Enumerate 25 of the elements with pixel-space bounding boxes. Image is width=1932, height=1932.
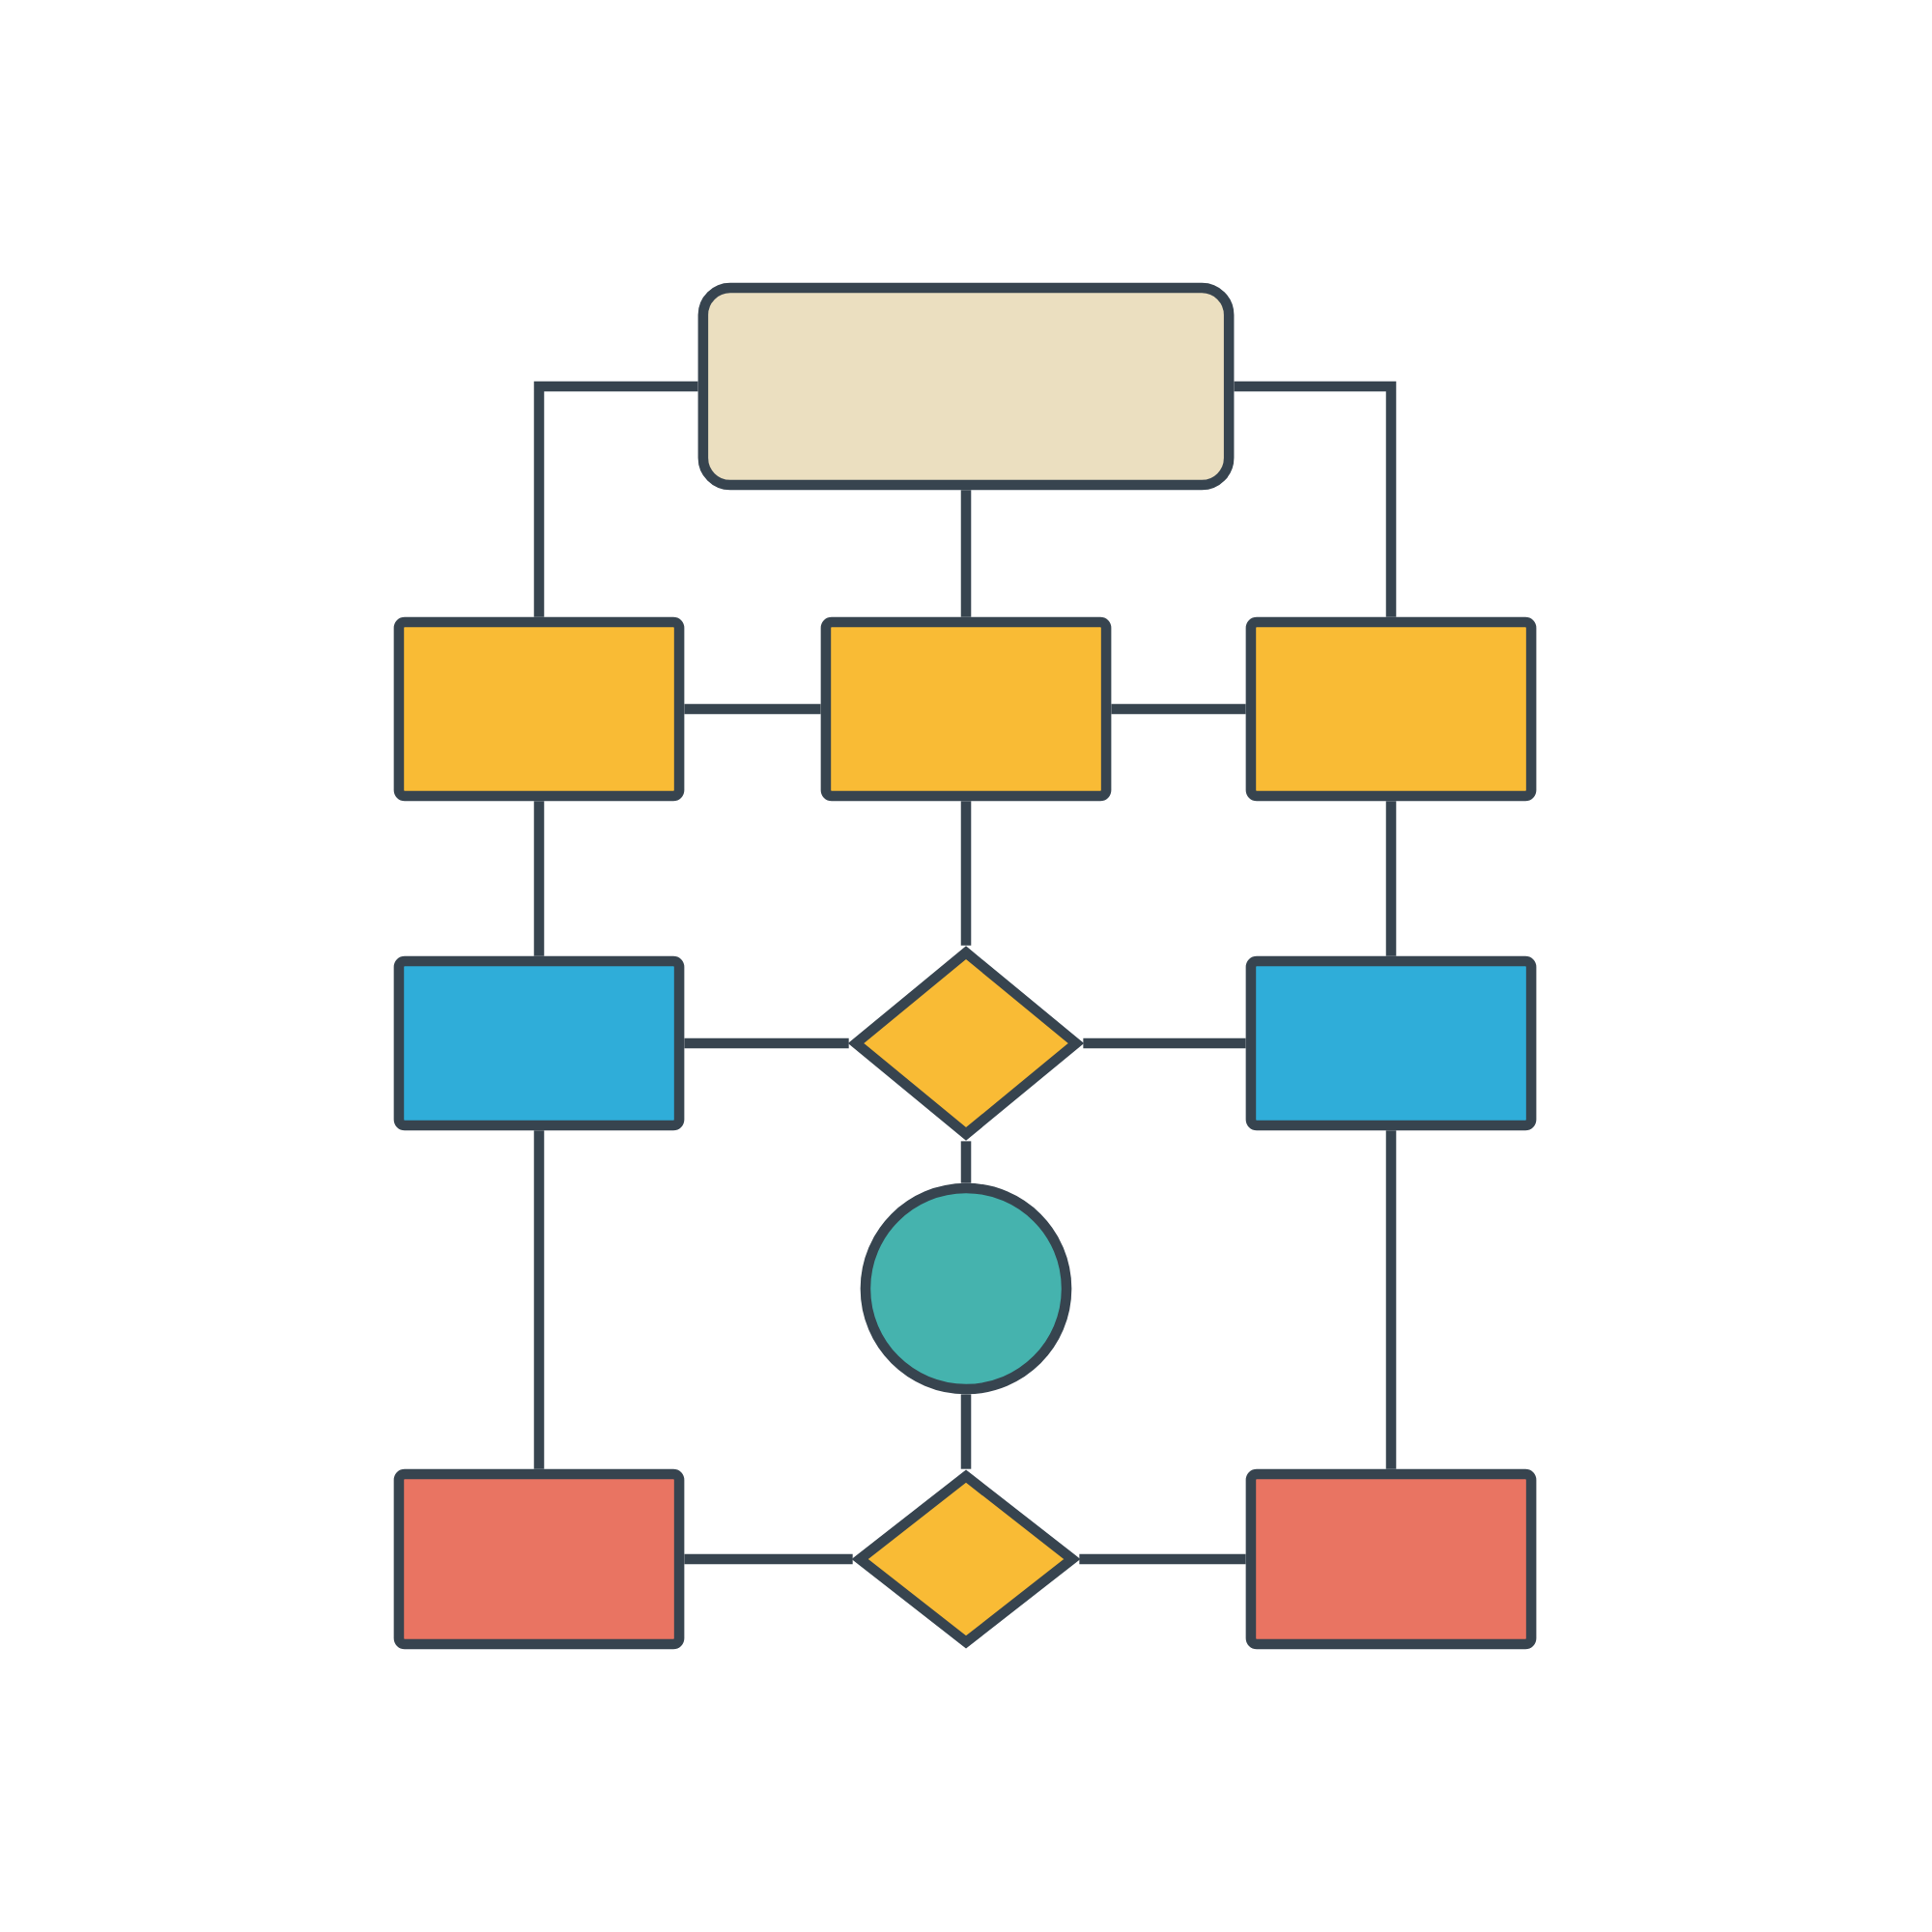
connector-line: [1083, 1037, 1246, 1049]
connector-line: [1234, 381, 1397, 617]
process-box: [1245, 955, 1537, 1131]
connector-line: [960, 1141, 972, 1183]
connector-line: [684, 703, 821, 715]
connector-line: [1111, 703, 1246, 715]
connector-line: [1079, 1553, 1246, 1565]
process-box: [1245, 616, 1537, 802]
connector-line: [533, 1130, 545, 1469]
connector-line: [533, 801, 545, 956]
connector-line: [1385, 801, 1397, 956]
process-box: [697, 282, 1235, 491]
process-box: [1245, 1468, 1537, 1650]
process-box: [820, 616, 1112, 802]
connector-line: [684, 1037, 849, 1049]
connector-line: [684, 1553, 853, 1565]
connector-line: [960, 801, 972, 946]
connector-circle: [860, 1182, 1072, 1395]
process-box: [393, 1468, 685, 1650]
connector-line: [960, 490, 972, 617]
process-box: [393, 616, 685, 802]
connector-line: [960, 1394, 972, 1469]
connector-line: [533, 381, 698, 617]
process-box: [393, 955, 685, 1131]
connector-line: [1385, 1130, 1397, 1469]
